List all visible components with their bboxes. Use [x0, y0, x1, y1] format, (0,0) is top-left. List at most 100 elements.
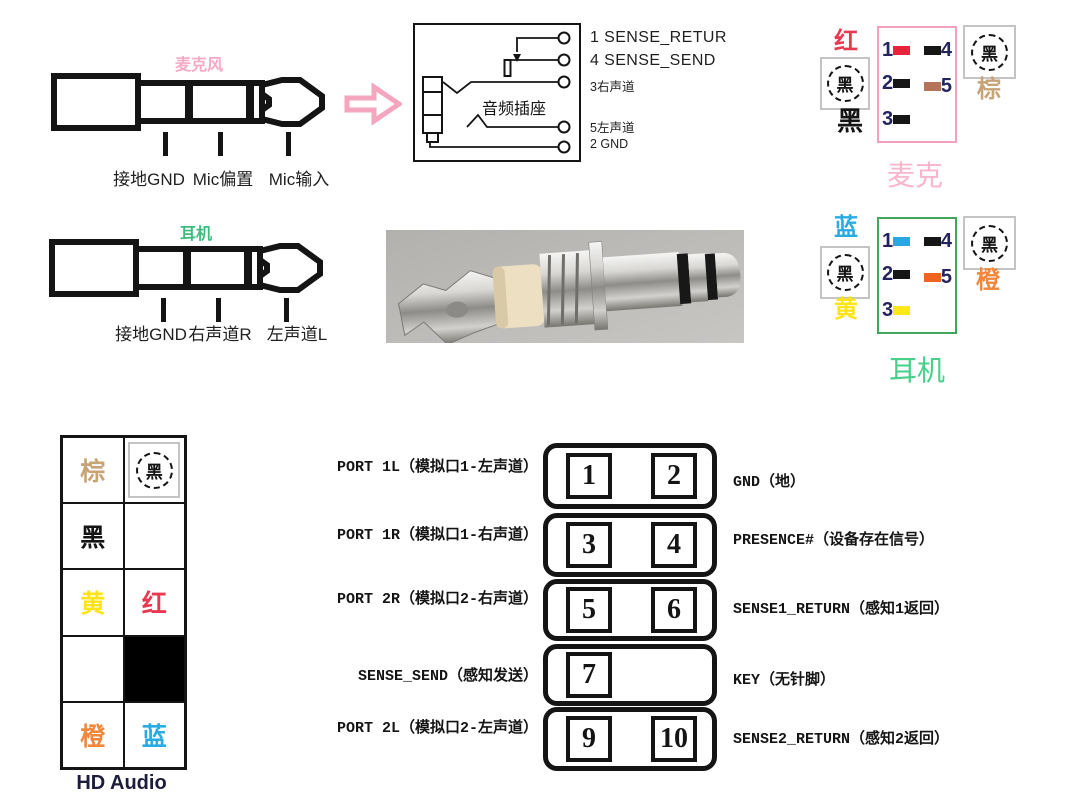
hp-pin-3: 3 — [882, 300, 911, 320]
pin-row-2-right-label: PRESENCE#（设备存在信号） — [733, 532, 935, 549]
pin-row-3-right-label: SENSE1_RETURN（感知1返回） — [733, 601, 950, 618]
wire-mark — [923, 236, 941, 246]
hp-plug-diagram — [49, 239, 323, 322]
circled-black-char: 黑 — [135, 451, 173, 489]
hp-plug-label-right: 右声道R — [188, 325, 252, 344]
wire-mark — [923, 81, 941, 91]
wire-mark — [923, 272, 941, 282]
pin-10: 10 — [651, 716, 697, 762]
mic-wire-black-label: 黑 — [836, 106, 864, 136]
hd-cell-brown: 棕 — [62, 437, 124, 504]
pin-row-5-left-label: PORT 2L（模拟口2-左声道） — [336, 720, 538, 737]
hp-pin-5: 5 — [923, 267, 952, 287]
pin-row-1-left-label: PORT 1L（模拟口1-左声道） — [336, 459, 538, 476]
pin-2: 2 — [651, 453, 697, 499]
pin-row-2-left-label: PORT 1R（模拟口1-右声道） — [336, 527, 538, 544]
wire-color-text: 橙 — [80, 722, 106, 751]
pin-row-3: 5 6 — [543, 579, 717, 641]
hp-connector-box: 1 2 3 4 5 — [877, 217, 957, 334]
wire-color-text: 黑 — [80, 524, 106, 553]
hd-cell-empty — [62, 635, 124, 702]
pin-5: 5 — [566, 587, 612, 633]
hp-wire-yellow-label: 黄 — [834, 296, 858, 323]
mic-plug-label-in: Mic输入 — [268, 170, 330, 189]
pin-row-4: 7 — [543, 644, 717, 706]
pin-row-3-left-label: PORT 2R（模拟口2-右声道） — [336, 591, 538, 608]
hd-cell-yellow: 黄 — [62, 569, 124, 636]
pin-row-2: 3 4 — [543, 513, 717, 577]
hd-cell-icon: 黑 — [123, 437, 185, 504]
circled-black-icon: 黑 — [963, 216, 1016, 270]
wire-mark — [893, 305, 911, 315]
pin-6: 6 — [651, 587, 697, 633]
wire-mark — [893, 269, 911, 279]
hd-cell-empty — [123, 503, 185, 570]
circled-black-char: 黑 — [971, 33, 1008, 71]
hd-cell-red: 红 — [123, 569, 185, 636]
mic-pin-3: 3 — [882, 109, 911, 129]
hd-audio-color-table: 棕 黑 黑 黄 红 橙 蓝 — [60, 435, 187, 770]
hp-wire-blue-label: 蓝 — [834, 214, 858, 241]
hd-cell-orange: 橙 — [62, 701, 124, 768]
pin-row-4-left-label: SENSE_SEND（感知发送） — [357, 668, 538, 685]
circled-black-icon: 黑 — [820, 246, 870, 299]
hd-audio-caption: HD Audio — [76, 772, 167, 794]
pin-row-4-right-label: KEY（无针脚） — [733, 672, 836, 689]
mic-plug-label-gnd: 接地GND — [113, 170, 185, 189]
hp-plug-title: 耳机 — [179, 226, 213, 243]
mic-pin-5: 5 — [923, 76, 952, 96]
hd-cell-black: 黑 — [62, 503, 124, 570]
mic-pin-4: 4 — [923, 40, 952, 60]
circled-black-icon: 黑 — [963, 25, 1016, 79]
mic-plug-title: 麦克风 — [174, 57, 224, 74]
schematic-pin4-label: 4 SENSE_SEND — [590, 52, 716, 69]
pin-9: 9 — [566, 716, 612, 762]
hp-wire-orange-label: 橙 — [976, 267, 1000, 294]
pin-7: 7 — [566, 652, 612, 698]
circled-black-char: 黑 — [826, 254, 864, 291]
wire-color-text: 红 — [141, 590, 167, 619]
pin-1: 1 — [566, 453, 612, 499]
mic-plug-label-bias: Mic偏置 — [192, 170, 254, 189]
wire-color-text: 棕 — [80, 458, 106, 487]
schematic-label: 音频插座 — [482, 100, 546, 118]
pin-row-5: 9 10 — [543, 707, 717, 771]
wire-color-text: 黄 — [80, 590, 106, 619]
hp-pin-4: 4 — [923, 231, 952, 251]
wire-mark — [893, 236, 911, 246]
arrow-icon — [344, 83, 402, 125]
circled-black-char: 黑 — [971, 224, 1008, 262]
schematic-pin2-label: 2 GND — [590, 137, 629, 151]
circled-black-icon: 黑 — [820, 57, 870, 110]
hd-cell-blue: 蓝 — [123, 701, 185, 768]
mic-pin-2: 2 — [882, 73, 911, 93]
mic-connector-title: 麦克 — [886, 160, 944, 191]
pin-row-1: 1 2 — [543, 443, 717, 509]
mic-wire-brown-label: 棕 — [977, 76, 1001, 103]
wire-color-text: 蓝 — [141, 722, 167, 751]
pin-row-1-right-label: GND（地） — [733, 474, 806, 491]
hp-pin-2: 2 — [882, 264, 911, 284]
hp-plug-label-left: 左声道L — [266, 325, 328, 344]
mic-pin-1: 1 — [882, 40, 911, 60]
hp-plug-label-gnd: 接地GND — [115, 325, 187, 344]
wire-mark — [893, 114, 911, 124]
mic-connector-box: 1 2 3 4 5 — [877, 26, 957, 143]
schematic-pin3-label: 3右声道 — [590, 80, 635, 94]
wire-mark — [923, 45, 941, 55]
hp-connector-title: 耳机 — [888, 355, 946, 386]
pin-row-5-right-label: SENSE2_RETURN（感知2返回） — [733, 731, 950, 748]
schematic-pin5-label: 5左声道 — [590, 121, 635, 135]
circled-black-char: 黑 — [826, 65, 864, 102]
wire-mark — [893, 45, 911, 55]
pin-3: 3 — [566, 522, 612, 568]
hp-pin-1: 1 — [882, 231, 911, 251]
pin-4: 4 — [651, 522, 697, 568]
mic-wire-red-label: 红 — [834, 28, 858, 55]
mic-plug-diagram — [51, 73, 325, 156]
hd-cell-black-fill — [123, 635, 185, 702]
audio-socket-schematic: 音频插座 — [413, 23, 581, 162]
circled-black-icon: 黑 — [128, 442, 181, 499]
jack-photo — [386, 230, 744, 343]
